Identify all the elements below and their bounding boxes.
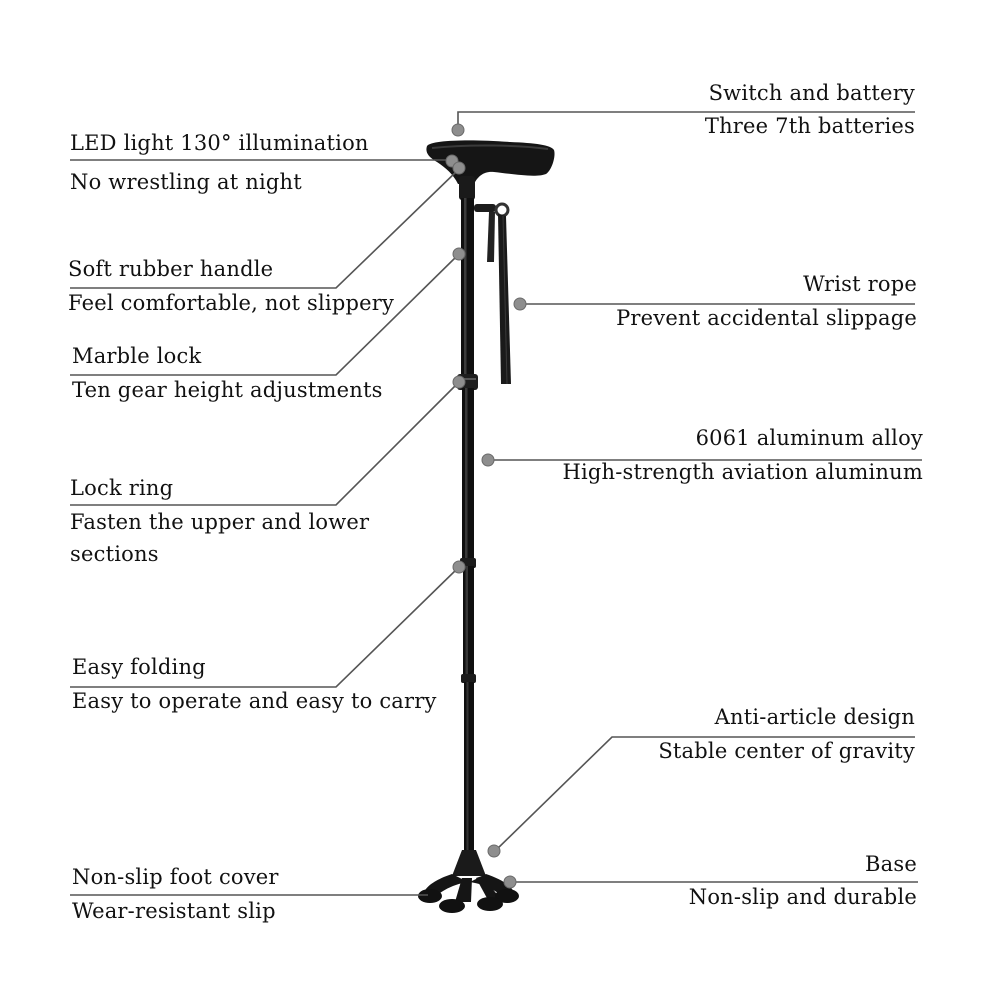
cane-bottom-shaft [464, 682, 474, 852]
callout-alloy-title: 6061 aluminum alloy [695, 426, 923, 450]
leader-handle [70, 169, 459, 289]
leader-switch [457, 111, 915, 128]
callout-folding-detail: Easy to operate and easy to carry [72, 689, 437, 713]
marker-switch [451, 123, 465, 137]
callout-led-title: LED light 130° illumination [70, 131, 369, 155]
foot-cap [477, 897, 503, 911]
leader-folding [70, 567, 459, 688]
callout-wrist-rope-detail: Prevent accidental slippage [616, 306, 917, 330]
marker-lock-ring [452, 375, 466, 389]
callout-switch-title: Switch and battery [708, 81, 915, 105]
cane-neck [459, 176, 475, 200]
leader-lines-right [457, 111, 922, 883]
cane-middle-shaft [462, 388, 474, 560]
foot-cap [495, 889, 519, 903]
callout-lock-ring-detail-1: Fasten the upper and lower [70, 510, 370, 534]
callout-anti-article-title: Anti-article design [714, 705, 915, 729]
wrist-strap [474, 202, 511, 385]
marker-base [503, 875, 517, 889]
callout-marble-lock-title: Marble lock [72, 344, 202, 368]
cane-quad-base [418, 850, 519, 913]
callout-folding-title: Easy folding [72, 655, 206, 679]
callout-anti-article-detail: Stable center of gravity [658, 739, 915, 763]
marker-folding [452, 560, 466, 574]
marker-anti-article [487, 844, 501, 858]
callout-lock-ring-title: Lock ring [70, 476, 174, 500]
marker-dots [445, 123, 527, 889]
callout-wrist-rope-title: Wrist rope [803, 272, 917, 296]
callout-switch-detail: Three 7th batteries [704, 114, 915, 138]
callout-handle-title: Soft rubber handle [68, 257, 274, 281]
callout-lock-ring-detail-2: sections [70, 542, 159, 566]
callout-base-detail: Non-slip and durable [688, 885, 917, 909]
leader-lines-left [70, 159, 459, 896]
callout-alloy-detail: High-strength aviation aluminum [562, 460, 923, 484]
cane-upper-shaft [461, 198, 474, 378]
marker-wrist-rope [513, 297, 527, 311]
cane-lower-shaft [463, 566, 474, 676]
foot-cap [439, 899, 465, 913]
leader-marble-lock [70, 254, 459, 376]
callout-foot-cover-title: Non-slip foot cover [72, 865, 279, 889]
callout-led-detail: No wrestling at night [70, 170, 302, 194]
leader-lock-ring [70, 382, 459, 506]
folding-cane-icon [418, 140, 555, 913]
marker-alloy [481, 453, 495, 467]
foot-cap [418, 889, 442, 903]
callout-foot-cover-detail: Wear-resistant slip [72, 899, 276, 923]
callout-handle-detail: Feel comfortable, not slippery [68, 291, 395, 315]
marker-marble-lock [452, 247, 466, 261]
marker-handle [452, 161, 466, 175]
callout-base-title: Base [865, 852, 917, 876]
leader-anti-article [493, 736, 915, 853]
callout-marble-lock-detail: Ten gear height adjustments [72, 378, 383, 402]
